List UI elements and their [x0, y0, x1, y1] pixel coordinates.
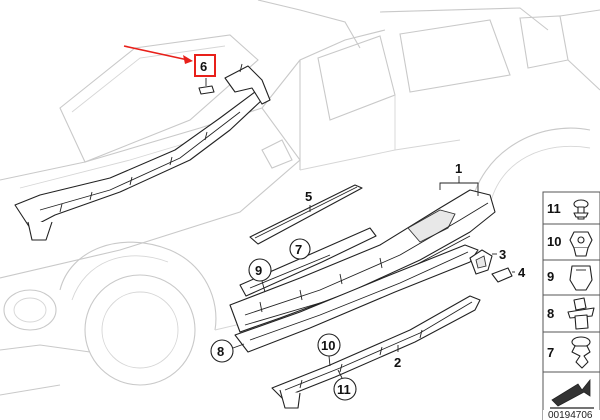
lower-rail-part-2	[271, 295, 481, 409]
wedge-clip-part-4	[491, 267, 513, 283]
callout-7: 7	[295, 242, 302, 257]
callout-8-circle	[210, 339, 234, 363]
bracket-clip-part-3	[469, 249, 493, 275]
fastener-legend: 11 10 9 8 7	[542, 191, 600, 420]
trim-strip-part-5	[249, 184, 363, 245]
hex-nut-clip-icon	[569, 231, 593, 257]
direction-arrow-icon	[550, 378, 594, 409]
clip-part-6	[198, 78, 215, 95]
square-clip-icon	[569, 265, 593, 291]
car-outline	[0, 0, 600, 396]
callout-2: 2	[394, 355, 401, 370]
callout-11: 11	[337, 382, 351, 397]
inner-panel	[239, 227, 377, 297]
callout-6: 6	[200, 59, 207, 74]
callout-10: 10	[321, 338, 335, 353]
legend-label-7: 7	[547, 345, 554, 360]
legend-label-11: 11	[547, 201, 561, 216]
highlight-arrow	[123, 45, 193, 64]
callout-8: 8	[217, 344, 224, 359]
cowl-strip-part	[14, 63, 271, 241]
legend-label-10: 10	[547, 234, 561, 249]
callout-9-circle	[248, 258, 272, 282]
callout-9: 9	[255, 263, 262, 278]
callout-5: 5	[305, 189, 312, 204]
callout-7-circle	[289, 238, 311, 260]
legend-label-8: 8	[547, 306, 554, 321]
fir-tree-clip-icon	[571, 336, 591, 369]
document-id: 00194706	[548, 410, 593, 420]
callout-1: 1	[455, 161, 462, 176]
legend-label-9: 9	[547, 269, 554, 284]
callout-11-circle	[333, 377, 357, 401]
push-rivet-icon	[573, 199, 589, 220]
wing-clip-icon	[567, 297, 595, 330]
callout-3: 3	[499, 247, 506, 262]
side-sill-cover-part-1	[229, 189, 496, 333]
callout-4: 4	[518, 265, 526, 280]
highlight-box	[194, 54, 216, 77]
